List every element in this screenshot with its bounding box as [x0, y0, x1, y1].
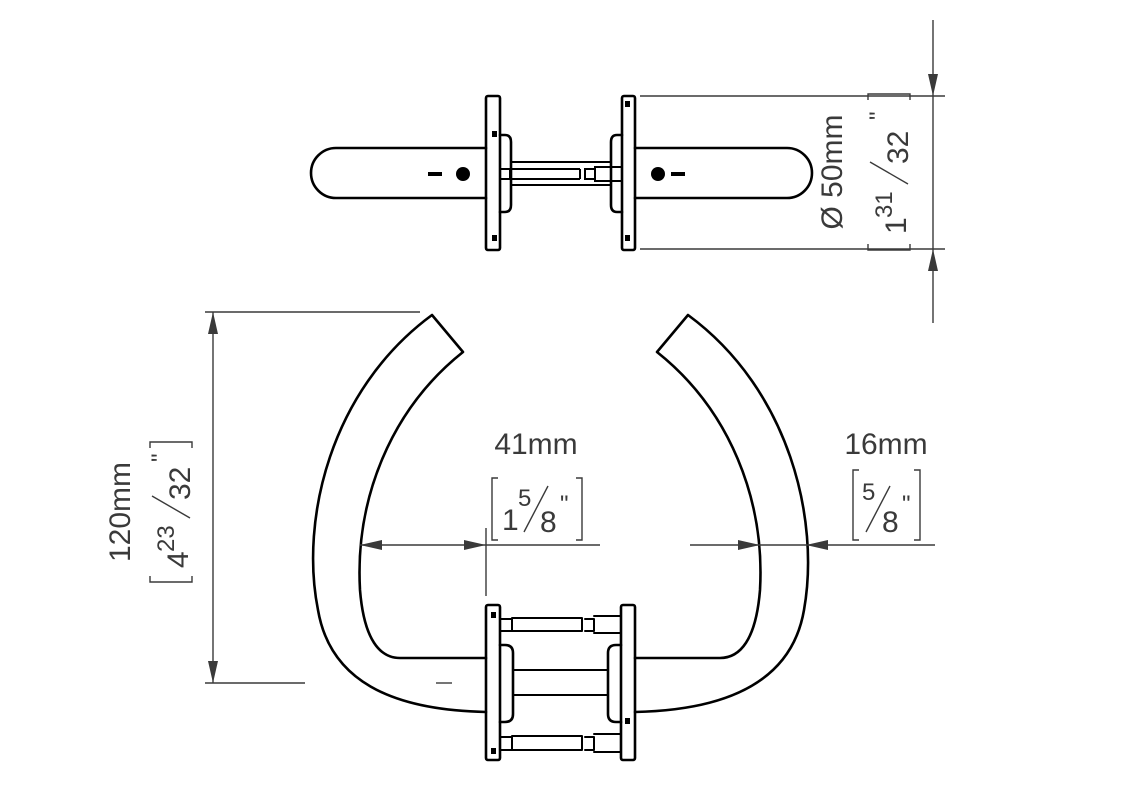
diameter-metric: 50mm: [816, 114, 849, 197]
bottom-screw-rod: [499, 733, 622, 753]
right-rose-top: [609, 133, 624, 214]
top-screw-rod: [499, 615, 622, 634]
projection-imperial-whole: 1: [502, 504, 519, 537]
diameter-inch-mark: ": [865, 111, 892, 120]
grip-inch-mark: ": [902, 491, 911, 518]
left-lever-top: [309, 146, 488, 200]
grip-metric: 16mm: [844, 428, 927, 461]
right-rose: [606, 643, 623, 724]
left-screw-icon: [456, 167, 470, 181]
svg-text:Ø 50mm: Ø 50mm: [816, 114, 849, 229]
left-plate: [484, 603, 502, 762]
projection-metric: 41mm: [494, 428, 577, 461]
left-handle: [311, 313, 488, 714]
projection-dimension: 41mm 1 5 8 ": [360, 428, 600, 596]
right-screw-icon: [651, 167, 665, 181]
height-inch-mark: ": [147, 453, 174, 462]
grip-imperial-den: 8: [882, 506, 899, 539]
right-slot: [671, 172, 685, 176]
grip-imperial-num: 5: [862, 479, 875, 506]
diameter-imperial-num: 31: [871, 191, 898, 218]
right-plate-top: [620, 94, 637, 252]
projection-inch-mark: ": [560, 491, 569, 518]
height-imperial-whole: 4: [162, 551, 195, 568]
height-imperial-num: 23: [153, 525, 180, 552]
height-imperial-den: 32: [164, 467, 197, 500]
spindle-top: [499, 161, 623, 186]
top-view: [309, 94, 814, 252]
diameter-imperial-den: 32: [882, 131, 915, 164]
projection-imperial-num: 5: [518, 485, 531, 512]
right-lever-top: [633, 146, 814, 200]
grip-dimension: 16mm 5 8 ": [690, 428, 935, 550]
diameter-imperial-whole: 1: [880, 217, 913, 234]
left-plate-top: [484, 94, 502, 252]
spindle: [512, 669, 609, 696]
diameter-dimension: Ø 50mm 1 31 32 ": [640, 20, 945, 323]
diameter-symbol: Ø: [816, 206, 849, 229]
projection-imperial-den: 8: [540, 506, 557, 539]
left-rose: [498, 643, 515, 724]
right-plate: [619, 603, 637, 762]
height-dimension: 120mm 4 23 32 ": [104, 311, 420, 684]
front-view: [311, 313, 810, 762]
left-slot: [428, 172, 442, 176]
right-handle: [633, 313, 810, 714]
height-metric: 120mm: [104, 462, 137, 562]
